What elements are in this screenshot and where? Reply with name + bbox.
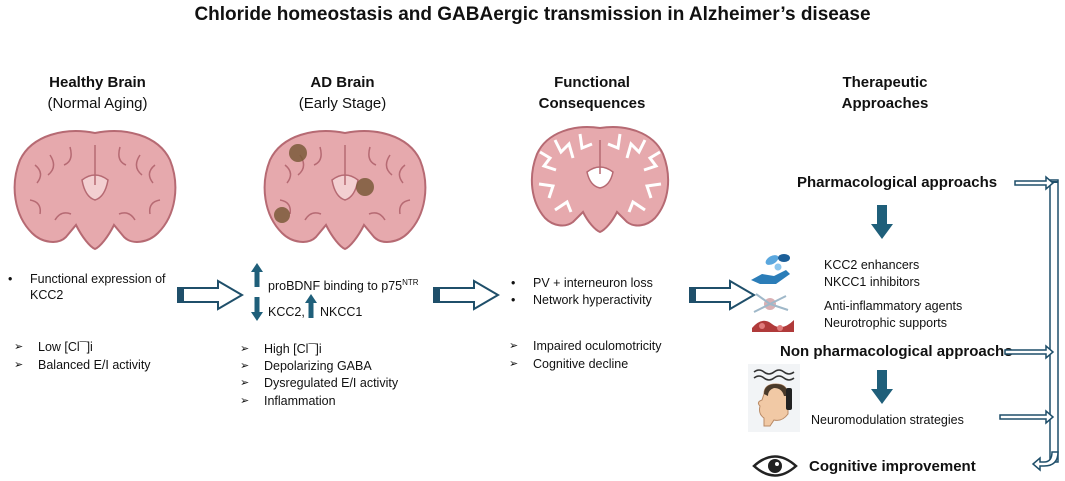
non-pharmacological-heading: Non pharmacological approachs <box>780 343 1013 360</box>
ad-subtitle: (Early Stage) <box>298 95 387 112</box>
process-arrow-icon <box>433 279 500 311</box>
plaque-icon <box>274 207 290 223</box>
chevron-right-icon: ➢ <box>14 341 24 353</box>
atrophied-brain-icon <box>530 126 670 234</box>
process-arrow-icon <box>689 279 756 311</box>
plaque-icon <box>289 144 307 162</box>
ad-list-item: ➢High [Cl¯]i <box>240 342 322 356</box>
neuromodulation-head-icon <box>748 364 800 432</box>
medicine-hand-icon <box>751 254 790 284</box>
p75-superscript: NTR <box>402 278 419 287</box>
functional-bullet: •Network hyperactivity <box>511 293 652 307</box>
functional-list-item: ➢Impaired oculomotricity <box>509 339 662 353</box>
down-arrow-icon <box>251 297 263 321</box>
chevron-right-icon: ➢ <box>509 340 519 352</box>
neuromodulation-text: Neuromodulation strategies <box>811 413 964 427</box>
pharma-item: KCC2 enhancers <box>824 258 920 272</box>
eye-icon <box>752 455 798 477</box>
healthy-brain-icon <box>13 130 177 251</box>
down-arrow-icon <box>871 205 893 239</box>
healthy-list-item: ➢Balanced E/I activity <box>14 358 151 372</box>
therapeutic-title-1: Therapeutic <box>842 74 928 91</box>
healthy-bullet-line2: KCC2 <box>30 288 64 302</box>
kcc2-text: KCC2, <box>268 305 305 319</box>
pharma-item: NKCC1 inhibitors <box>824 275 920 289</box>
chevron-right-icon: ➢ <box>240 343 250 355</box>
chevron-right-icon: ➢ <box>240 377 250 389</box>
ad-list-item: ➢Dysregulated E/I activity <box>240 376 399 390</box>
healthy-title: Healthy Brain <box>49 74 146 91</box>
functional-bullet: •PV + interneuron loss <box>511 276 653 290</box>
therapeutic-title-2: Approaches <box>841 95 929 112</box>
functional-header: Functional Consequences <box>497 72 687 114</box>
ad-title: AD Brain <box>310 74 375 91</box>
pharmacological-heading: Pharmacological approachs <box>797 174 998 191</box>
functional-title-1: Functional <box>554 74 630 91</box>
outcome-bracket-connector <box>999 175 1059 472</box>
healthy-subtitle: (Normal Aging) <box>47 95 148 112</box>
chevron-right-icon: ➢ <box>509 358 519 370</box>
pharma-item: Neurotrophic supports <box>824 316 947 330</box>
ad-list-item: ➢Depolarizing GABA <box>240 359 372 373</box>
ad-header: AD Brain (Early Stage) <box>245 72 440 114</box>
therapeutic-header: Therapeutic Approaches <box>790 72 980 114</box>
plaque-icon <box>356 178 374 196</box>
up-arrow-icon <box>305 294 317 318</box>
healthy-bullet: • Functional expression of KCC2 <box>8 272 166 302</box>
ad-list-item: ➢Inflammation <box>240 394 336 408</box>
chevron-right-icon: ➢ <box>240 360 250 372</box>
chevron-right-icon: ➢ <box>14 359 24 371</box>
healthy-list-item: ➢Low [Cl¯]i <box>14 340 93 354</box>
diagram-title: Chloride homeostasis and GABAergic trans… <box>194 4 871 25</box>
ad-brain-icon <box>263 130 427 251</box>
probdnf-text: proBDNF binding to p75NTR <box>268 278 419 294</box>
pharma-item: Anti-inflammatory agents <box>824 299 963 313</box>
chevron-right-icon: ➢ <box>240 395 250 407</box>
cognitive-improvement-text: Cognitive improvement <box>809 458 976 475</box>
healthy-header: Healthy Brain (Normal Aging) <box>0 72 195 114</box>
functional-list-item: ➢Cognitive decline <box>509 357 629 371</box>
down-arrow-icon <box>871 370 893 404</box>
nkcc1-text: NKCC1 <box>320 305 363 319</box>
healthy-bullet-line1: Functional expression of <box>30 272 166 286</box>
functional-title-2: Consequences <box>538 95 646 112</box>
up-arrow-icon <box>251 263 263 287</box>
neuron-inflammation-icon <box>752 293 794 332</box>
process-arrow-icon <box>177 279 244 311</box>
